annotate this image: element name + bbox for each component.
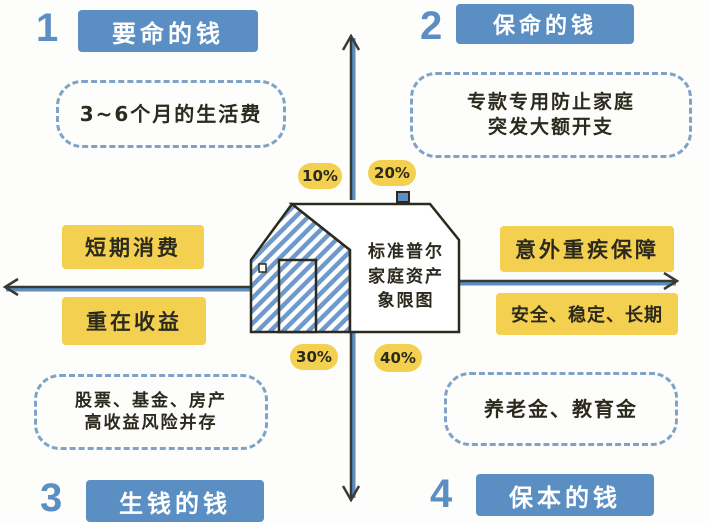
quadrant-3-description: 股票、基金、房产 高收益风险并存 xyxy=(34,374,268,450)
right-bottom-label: 安全、稳定、长期 xyxy=(496,293,678,335)
house-label-line: 标准普尔 xyxy=(368,242,444,262)
quadrant-1-percent: 10% xyxy=(298,163,342,189)
description-line: 养老金、教育金 xyxy=(484,397,638,421)
quadrant-1-title: 要命的钱 xyxy=(78,10,258,52)
arrow-up-icon xyxy=(341,33,361,51)
arrow-right-icon xyxy=(663,271,680,291)
quadrant-2-percent: 20% xyxy=(368,160,416,186)
quadrant-3-title: 生钱的钱 xyxy=(86,480,264,522)
quadrant-1-description: 3~6个月的生活费 xyxy=(56,80,286,148)
quadrant-4-description: 养老金、教育金 xyxy=(444,372,678,446)
door xyxy=(277,258,318,334)
description-line: 突发大额开支 xyxy=(487,116,614,138)
quadrant-2-number: 2 xyxy=(420,4,443,48)
quadrant-3-percent: 30% xyxy=(290,344,338,370)
house-front xyxy=(288,202,461,334)
house-label-line: 象限图 xyxy=(377,291,435,312)
horizontal-axis xyxy=(2,271,680,297)
left-bottom-label: 重在收益 xyxy=(62,297,206,345)
quadrant-4-number: 4 xyxy=(430,472,453,516)
house-icon xyxy=(249,191,461,334)
arrow-left-icon xyxy=(2,277,19,297)
house-label-line: 家庭资产 xyxy=(368,266,444,287)
vertical-axis xyxy=(341,33,361,503)
quadrant-2-title: 保命的钱 xyxy=(456,4,634,44)
description-line: 3~6个月的生活费 xyxy=(79,102,263,126)
right-top-label: 意外重疾保障 xyxy=(500,226,674,272)
house-label: 标准普尔 家庭资产 象限图 xyxy=(356,240,456,314)
quadrant-1-number: 1 xyxy=(36,6,59,50)
description-line: 专款专用防止家庭 xyxy=(466,91,635,114)
chimney xyxy=(396,191,410,203)
quadrant-4-percent: 40% xyxy=(374,344,422,372)
quadrant-3-number: 3 xyxy=(40,476,63,520)
window xyxy=(258,263,267,273)
description-line: 高收益风险并存 xyxy=(84,413,218,433)
quadrant-4-title: 保本的钱 xyxy=(476,474,654,516)
description-line: 股票、基金、房产 xyxy=(75,390,227,411)
quadrant-2-description: 专款专用防止家庭 突发大额开支 xyxy=(410,72,692,158)
arrow-down-icon xyxy=(341,485,361,503)
left-top-label: 短期消费 xyxy=(62,225,204,269)
